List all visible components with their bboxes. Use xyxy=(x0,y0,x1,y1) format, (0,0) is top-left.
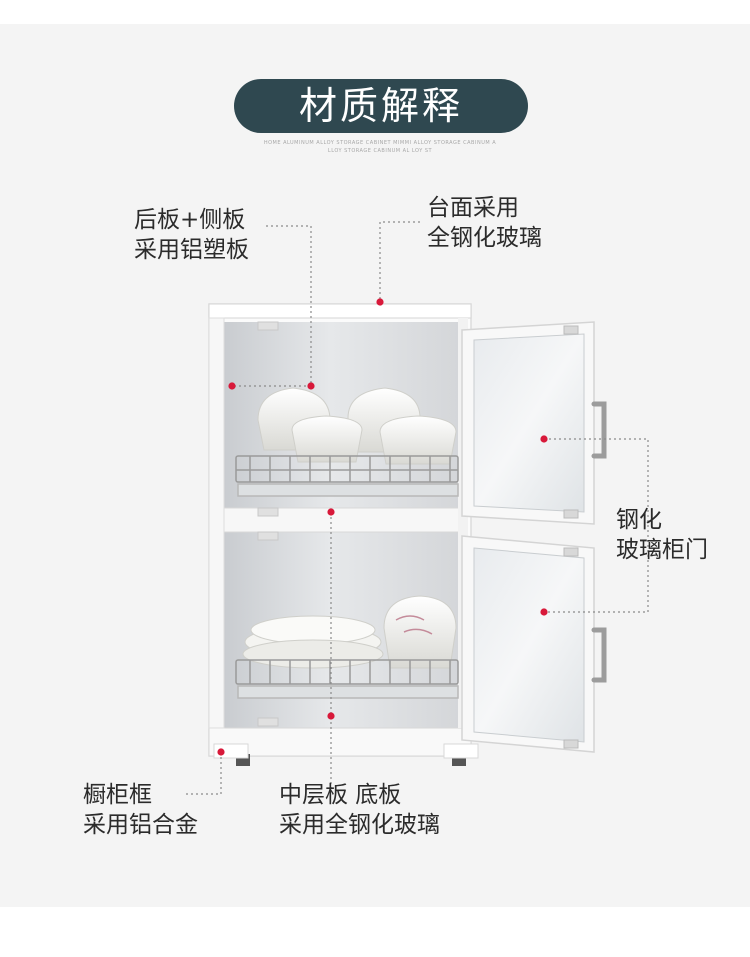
callout-back-side-line1: 后板+侧板 xyxy=(134,207,246,233)
leader-line-top xyxy=(379,221,420,300)
leader-line-frame xyxy=(186,752,222,795)
upper-dish-rack xyxy=(235,455,459,497)
subtitle-english-line2: LLOY STORAGE CABINUM AL LOY ST xyxy=(327,148,433,154)
callout-back-side-line2: 采用铝塑板 xyxy=(134,237,249,263)
callout-shelf-line2: 采用全钢化玻璃 xyxy=(279,812,440,838)
marker-back-panel xyxy=(307,382,315,390)
callout-glass-door: 钢化 玻璃柜门 xyxy=(616,505,708,565)
marker-dots xyxy=(217,298,548,756)
marker-side-panel xyxy=(228,382,236,390)
marker-middle-shelf xyxy=(327,508,335,516)
upper-glass-door xyxy=(461,321,607,525)
leader-lines xyxy=(186,221,649,795)
leader-line-door xyxy=(544,438,649,613)
callout-top-glass: 台面采用 全钢化玻璃 xyxy=(427,193,542,253)
callout-frame-line2: 采用铝合金 xyxy=(83,812,198,838)
upper-bowls xyxy=(257,387,457,465)
lower-dish-rack xyxy=(235,659,459,699)
marker-top xyxy=(376,298,384,306)
callout-top-line1: 台面采用 xyxy=(427,195,519,221)
marker-upper-door xyxy=(540,435,548,443)
callout-back-side-panels: 后板+侧板 采用铝塑板 xyxy=(134,205,249,265)
subtitle-english-line1: HOME ALUMINUM ALLOY STORAGE CABINET MIMM… xyxy=(263,140,497,146)
callout-door-line1: 钢化 xyxy=(616,507,662,533)
callout-shelf-line1: 中层板 底板 xyxy=(279,782,402,808)
callout-door-line2: 玻璃柜门 xyxy=(616,537,708,563)
callout-shelves: 中层板 底板 采用全钢化玻璃 xyxy=(279,780,440,840)
lower-glass-door xyxy=(461,535,607,753)
callout-top-line2: 全钢化玻璃 xyxy=(427,225,542,251)
marker-bottom-shelf xyxy=(327,712,335,720)
lower-plates xyxy=(242,595,457,669)
marker-frame xyxy=(217,748,225,756)
leader-line-back-side xyxy=(266,225,312,386)
callout-frame-line1: 橱柜框 xyxy=(83,782,152,808)
callout-frame: 橱柜框 采用铝合金 xyxy=(83,780,198,840)
marker-lower-door xyxy=(540,608,548,616)
page-title: 材质解释 xyxy=(234,79,528,133)
